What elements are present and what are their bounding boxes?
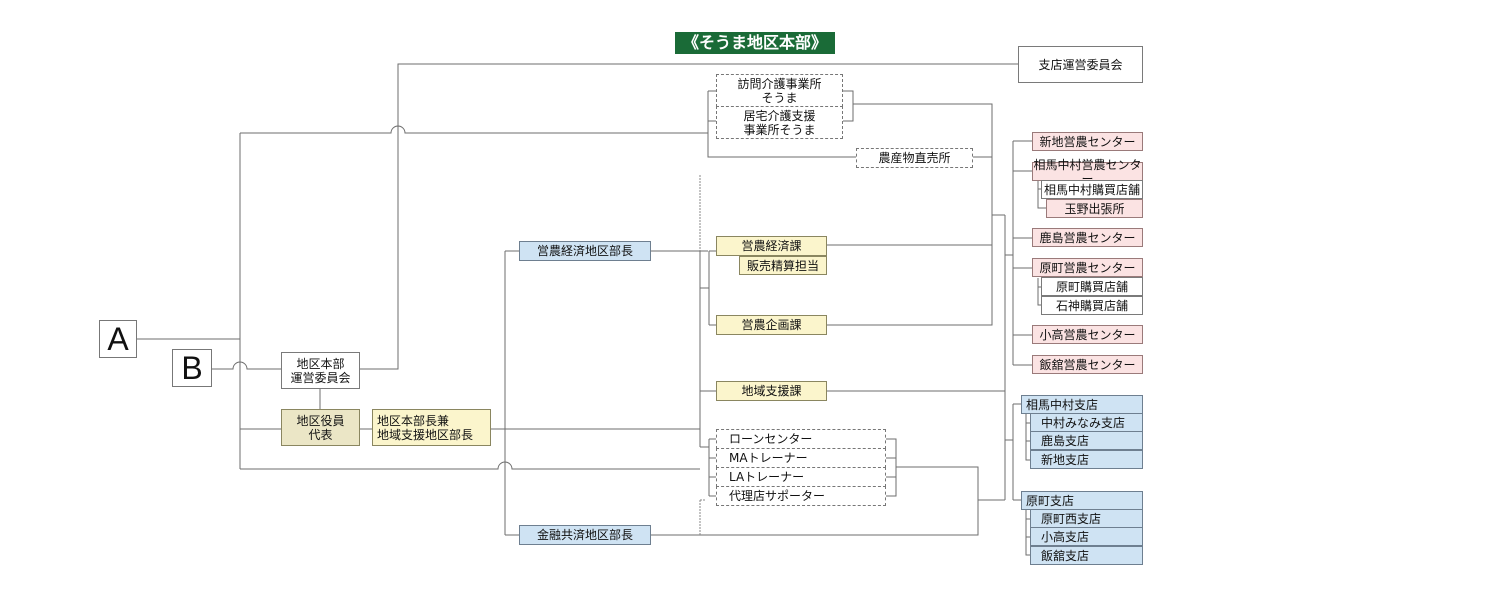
input-b-label: B xyxy=(172,349,212,387)
branch-sub-box: 原町西支店 xyxy=(1030,509,1143,528)
branch-box: 相馬中村支店 xyxy=(1021,395,1143,414)
center-box: 鹿島営農センター xyxy=(1032,228,1143,247)
branch-committee-box: 支店運営委員会 xyxy=(1018,46,1143,83)
center-box: 小高営農センター xyxy=(1032,325,1143,344)
care-visit-box: 訪問介護事業所 そうま xyxy=(716,74,843,107)
center-sub-box: 原町購買店舗 xyxy=(1041,277,1143,296)
kinyu-kyosai-chief-box: 金融共済地区部長 xyxy=(519,525,651,545)
center-sub-box: 相馬中村購買店舗 xyxy=(1041,180,1143,199)
center-sub-box: 石神購買店舗 xyxy=(1041,296,1143,315)
center-box: 新地営農センター xyxy=(1032,132,1143,151)
page-title: 《そうま地区本部》 xyxy=(675,32,835,54)
hq-committee-box: 地区本部 運営委員会 xyxy=(281,352,360,389)
direct-sales-box: 農産物直売所 xyxy=(856,148,973,168)
branch-sub-box: 中村みなみ支店 xyxy=(1030,413,1143,432)
center-box: 原町営農センター xyxy=(1032,258,1143,277)
finance-role-box: 代理店サポーター xyxy=(716,486,886,506)
center-box: 飯舘営農センター xyxy=(1032,355,1143,374)
branch-box: 原町支店 xyxy=(1021,491,1143,510)
kikaku-section-box: 営農企画課 xyxy=(716,315,827,335)
chiiki-section-box: 地域支援課 xyxy=(716,381,827,401)
branch-sub-box: 新地支店 xyxy=(1030,450,1143,469)
center-box: 相馬中村営農センター xyxy=(1032,157,1143,186)
keizai-section-box: 営農経済課 xyxy=(716,236,827,256)
branch-sub-box: 小高支店 xyxy=(1030,527,1143,546)
finance-role-box: LAトレーナー xyxy=(716,467,886,487)
hq-chief-box: 地区本部長兼 地域支援地区部長 xyxy=(372,409,491,446)
eigyo-keizai-chief-box: 営農経済地区部長 xyxy=(519,241,651,261)
branch-sub-box: 飯舘支店 xyxy=(1030,546,1143,565)
center-sub-box: 玉野出張所 xyxy=(1046,199,1143,218)
care-support-box: 居宅介護支援 事業所そうま xyxy=(716,106,843,139)
officer-rep-box: 地区役員 代表 xyxy=(281,409,360,446)
hanbai-section-box: 販売精算担当 xyxy=(739,256,827,275)
branch-sub-box: 鹿島支店 xyxy=(1030,431,1143,450)
finance-role-box: MAトレーナー xyxy=(716,448,886,468)
input-a-label: A xyxy=(99,320,137,358)
finance-role-box: ローンセンター xyxy=(716,429,886,449)
